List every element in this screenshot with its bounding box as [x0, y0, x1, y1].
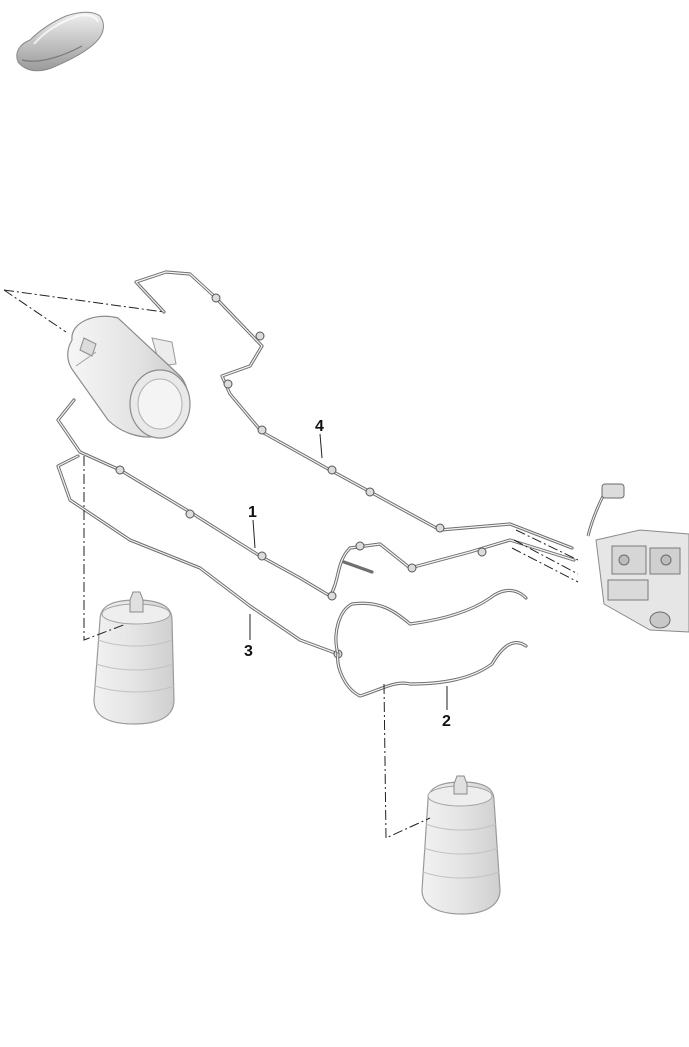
connection-leaders [3, 289, 579, 839]
callout-1: 1 [248, 504, 257, 521]
callout-2: 2 [442, 713, 451, 730]
callout-3: 3 [244, 643, 253, 660]
line-2-rear [334, 588, 528, 698]
front-air-spring [93, 591, 175, 725]
car-silhouette-icon [16, 11, 104, 72]
air-reservoir-tank [67, 315, 191, 439]
line-1-front [56, 398, 576, 601]
rear-air-spring [421, 775, 501, 915]
valve-block-assembly [586, 483, 689, 633]
callout-4: 4 [315, 418, 324, 435]
line-4-reservoir [134, 270, 574, 550]
